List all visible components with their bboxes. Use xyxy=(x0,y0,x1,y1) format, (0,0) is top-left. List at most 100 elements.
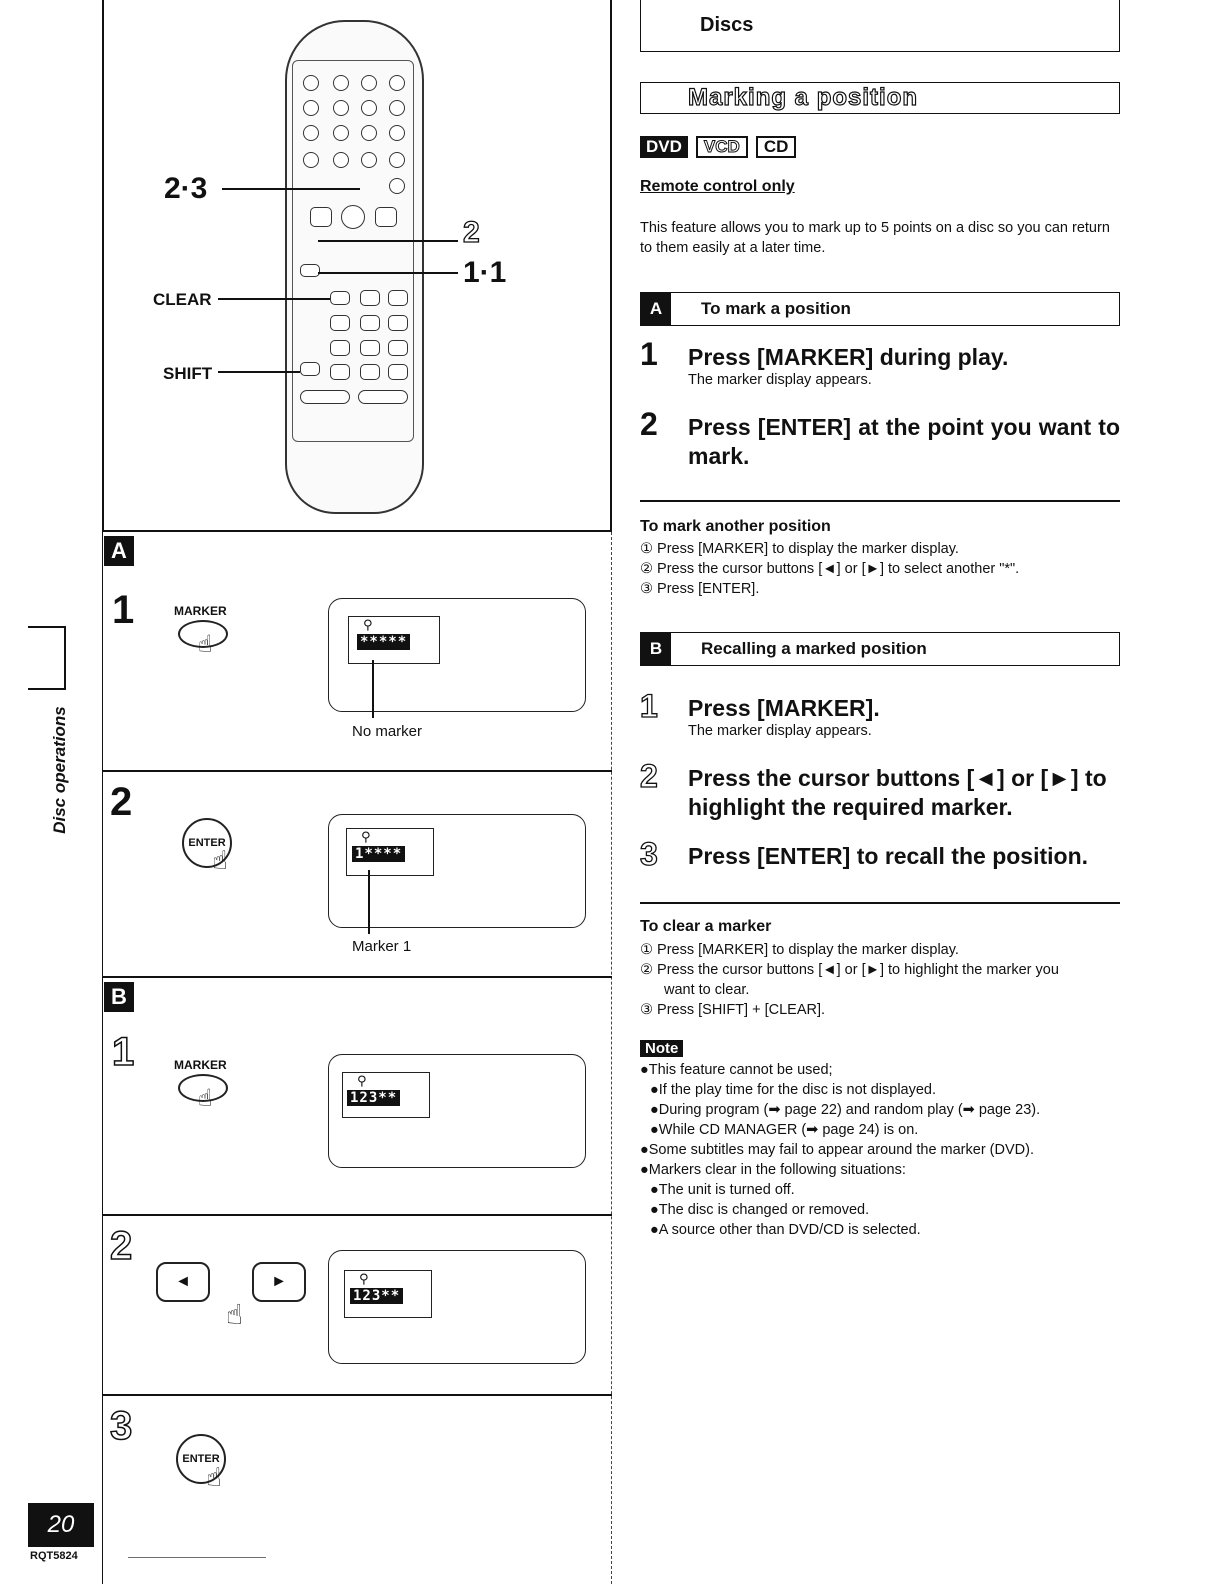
callout-2-3: 2·3 xyxy=(164,172,208,205)
marker-display-value: ***** xyxy=(357,634,411,650)
remote-button xyxy=(388,364,408,380)
left-b-step3-number: 3 xyxy=(109,1403,133,1449)
cd-badge: CD xyxy=(755,136,797,158)
callout-1-1: 1·1 xyxy=(463,256,507,289)
callout-shift: SHIFT xyxy=(163,364,213,383)
marker-button-illustration xyxy=(178,620,228,648)
b-step3-number: 3 xyxy=(639,835,658,872)
no-marker-caption: No marker xyxy=(352,723,423,740)
mark-another-heading: To mark another position xyxy=(640,518,831,535)
page-number: 20 xyxy=(28,1503,94,1547)
footer-link-line xyxy=(128,1557,266,1558)
step-divider xyxy=(102,1394,612,1396)
section-side-label: Disc operations xyxy=(50,706,69,834)
section-a-badge: A xyxy=(104,536,134,566)
clear-marker-item: ② Press the cursor buttons [◄] or [►] to… xyxy=(640,962,1059,978)
callout-clear: CLEAR xyxy=(153,290,212,309)
category-title: Discs xyxy=(700,14,754,36)
remote-right-button xyxy=(375,207,397,227)
dvd-badge: DVD xyxy=(640,136,688,158)
remote-button xyxy=(300,390,350,404)
a-step1-number: 1 xyxy=(640,336,658,372)
b-step1-text: Press [MARKER]. xyxy=(688,695,880,721)
remote-button xyxy=(303,152,319,168)
marker-pin-icon: ⚲ xyxy=(361,829,371,844)
note-line: ●If the play time for the disc is not di… xyxy=(650,1082,937,1098)
remote-button xyxy=(333,75,349,91)
b-step1-sub: The marker display appears. xyxy=(688,723,872,739)
remote-button xyxy=(330,364,350,380)
title-bar xyxy=(640,82,1120,114)
a-step1-sub: The marker display appears. xyxy=(688,372,872,388)
left-a-step2-number: 2 xyxy=(110,780,133,824)
left-column-border xyxy=(102,532,103,1584)
category-box xyxy=(640,0,1120,52)
marker-key-label: MARKER xyxy=(174,1058,227,1072)
remote-button-panel xyxy=(292,60,414,442)
remote-clear-button xyxy=(330,291,350,305)
remote-button xyxy=(361,125,377,141)
marker-pin-icon: ⚲ xyxy=(363,617,373,632)
note-line: ●The unit is turned off. xyxy=(650,1182,795,1198)
note-line: ●While CD MANAGER (➡ page 24) is on. xyxy=(650,1122,919,1138)
remote-button xyxy=(389,178,405,194)
b-step2-number: 2 xyxy=(639,757,658,794)
clear-marker-item: want to clear. xyxy=(664,982,750,998)
remote-button xyxy=(360,364,380,380)
marker-button-illustration xyxy=(178,1074,228,1102)
marker-key-label: MARKER xyxy=(174,604,227,618)
divider xyxy=(640,500,1120,502)
remote-button xyxy=(303,125,319,141)
mark-another-item: ② Press the cursor buttons [◄] or [►] to… xyxy=(640,561,1020,577)
note-line: ●The disc is changed or removed. xyxy=(650,1202,870,1218)
note-line: ●This feature cannot be used; xyxy=(640,1062,833,1078)
remote-button xyxy=(361,152,377,168)
enter-button-illustration: ENTER xyxy=(182,818,232,868)
a-step2-text: Press [ENTER] at the point you want to m… xyxy=(688,414,1120,469)
remote-button xyxy=(303,100,319,116)
b-step1-number: 1 xyxy=(639,687,658,724)
remote-only-label: Remote control only xyxy=(640,178,795,195)
section-a-header: A To mark a position xyxy=(640,292,1120,326)
note-line: ●A source other than DVD/CD is selected. xyxy=(650,1222,921,1238)
section-b-badge: B xyxy=(104,982,134,1012)
pointing-hand-icon: ☝ xyxy=(212,845,228,875)
pointing-hand-icon: ☝ xyxy=(198,631,213,658)
left-column-divider xyxy=(611,532,612,1584)
remote-button xyxy=(388,290,408,306)
remote-button xyxy=(360,290,380,306)
remote-button xyxy=(361,100,377,116)
remote-button xyxy=(388,340,408,356)
marker-display-value: 123** xyxy=(350,1288,404,1304)
a-step1-text: Press [MARKER] during play. xyxy=(688,344,1009,370)
marker-display: ⚲ 123** xyxy=(344,1270,432,1318)
left-a-step1-number: 1 xyxy=(112,588,135,632)
left-b-step2-number: 2 xyxy=(109,1223,133,1269)
note-badge: Note xyxy=(640,1040,684,1057)
remote-illustration-panel xyxy=(102,0,612,532)
left-b-step1-number: 1 xyxy=(111,1029,135,1075)
step-divider xyxy=(102,976,612,978)
marker-display: ⚲ ***** xyxy=(348,616,440,664)
step-divider xyxy=(102,770,612,772)
remote-button xyxy=(389,100,405,116)
note-line: ●During program (➡ page 22) and random p… xyxy=(650,1102,1041,1118)
enter-button-illustration: ENTER xyxy=(176,1434,226,1484)
section-a-header-badge: A xyxy=(641,293,671,325)
remote-button xyxy=(361,75,377,91)
remote-button xyxy=(330,340,350,356)
marker-display-value: 1**** xyxy=(352,846,406,862)
section-a-title: To mark a position xyxy=(701,299,851,318)
pointing-hand-icon: ☝ xyxy=(206,1462,222,1492)
page-code: RQT5824 xyxy=(30,1550,78,1562)
marker-pin-icon: ⚲ xyxy=(359,1271,369,1286)
marker-display: ⚲ 123** xyxy=(342,1072,430,1118)
intro-text: This feature allows you to mark up to 5 … xyxy=(640,220,1110,256)
side-tab-marker xyxy=(28,626,66,690)
b-step3-text: Press [ENTER] to recall the position. xyxy=(688,843,1089,869)
marker-display: ⚲ 1**** xyxy=(346,828,434,876)
a-step2-number: 2 xyxy=(640,406,658,442)
remote-button xyxy=(389,125,405,141)
left-cursor-button-illustration: ◄ xyxy=(156,1262,210,1302)
remote-button xyxy=(388,315,408,331)
